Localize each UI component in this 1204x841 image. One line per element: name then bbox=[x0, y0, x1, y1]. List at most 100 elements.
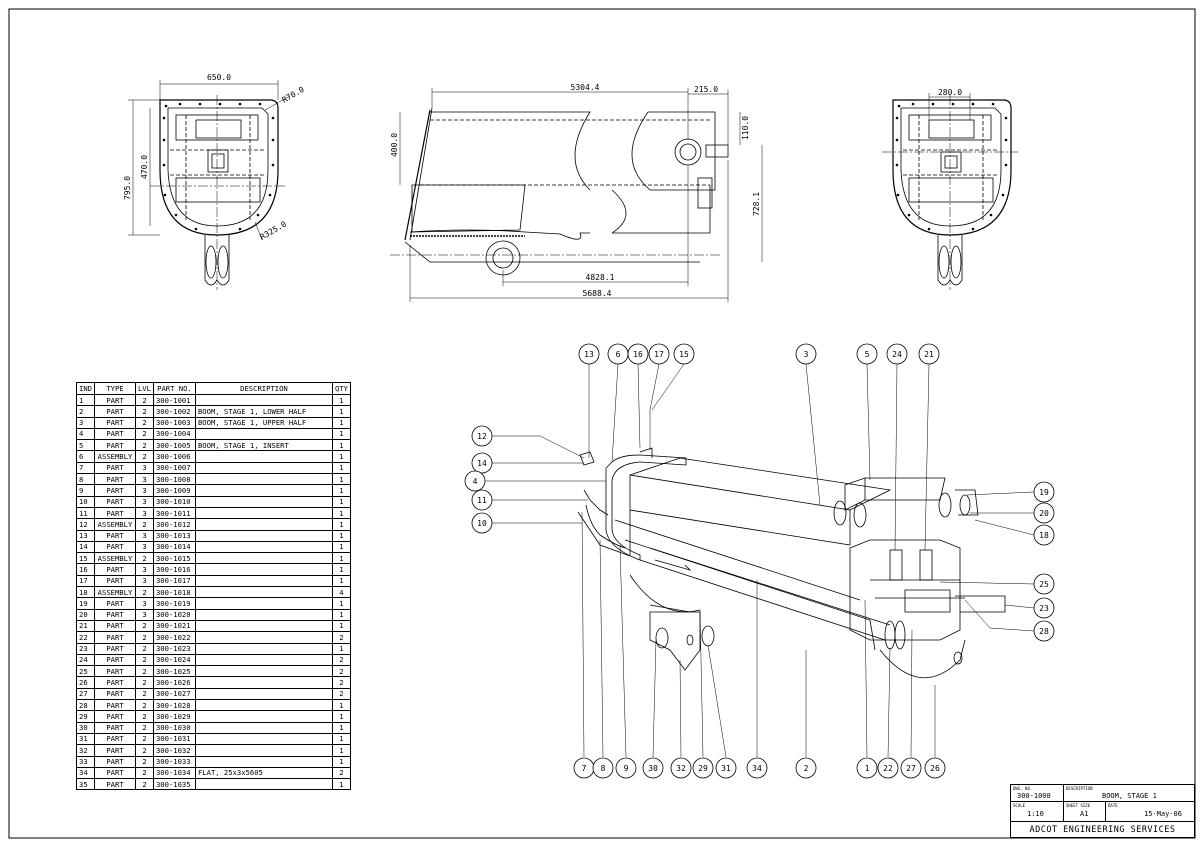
bom-cell-type: PART bbox=[93, 665, 136, 678]
dim-side-length-pin: 4828.1 bbox=[586, 273, 615, 282]
bom-cell-ind: 34 bbox=[76, 766, 95, 780]
tb-description-cell: DESCRIPTION BOOM, STAGE 1 bbox=[1064, 785, 1195, 802]
bom-cell-qty: 2 bbox=[331, 665, 351, 678]
bom-cell-lvl: 3 bbox=[134, 461, 154, 475]
part-balloon: 24 bbox=[886, 343, 908, 365]
part-balloon: 32 bbox=[670, 757, 692, 779]
bom-cell-ind: 5 bbox=[76, 439, 95, 452]
balloon-circle bbox=[1033, 573, 1055, 595]
balloon-circle bbox=[642, 757, 664, 779]
bom-cell-qty: 1 bbox=[331, 574, 351, 588]
bom-cell-qty: 1 bbox=[331, 699, 351, 712]
bom-cell-qty: 1 bbox=[331, 506, 351, 520]
dim-front-height-inner: 470.0 bbox=[140, 155, 149, 179]
bom-cell-description bbox=[194, 461, 333, 475]
bom-cell-ind: 7 bbox=[76, 461, 95, 475]
bom-cell-ind: 4 bbox=[76, 427, 95, 441]
balloon-label: 18 bbox=[1039, 531, 1049, 540]
bom-cell-description bbox=[194, 778, 333, 791]
bom-cell-ind: 33 bbox=[76, 755, 95, 768]
part-balloon: 7 bbox=[573, 757, 595, 779]
bom-cell-ind: 2 bbox=[76, 405, 95, 418]
bom-cell-qty: 1 bbox=[331, 393, 351, 407]
bom-cell-part-no: 300-1027 bbox=[152, 687, 196, 701]
bom-cell-qty: 2 bbox=[331, 687, 351, 701]
bom-cell-type: PART bbox=[93, 721, 136, 734]
bom-cell-description: BOOM, STAGE 1, LOWER HALF bbox=[194, 405, 333, 418]
bom-cell-description bbox=[194, 484, 333, 497]
bom-cell-ind: 35 bbox=[76, 778, 95, 791]
bom-cell-lvl: 3 bbox=[134, 563, 154, 576]
bom-cell-part-no: 300-1029 bbox=[152, 710, 196, 723]
bom-cell-description bbox=[194, 563, 333, 576]
balloon-label: 31 bbox=[721, 764, 731, 773]
bom-cell-qty: 1 bbox=[331, 744, 351, 757]
balloon-label: 28 bbox=[1039, 627, 1049, 636]
tb-date-label: DATE bbox=[1108, 803, 1118, 808]
bom-cell-qty: 1 bbox=[331, 416, 351, 429]
balloon-circle bbox=[1033, 481, 1055, 503]
balloon-label: 17 bbox=[654, 350, 664, 359]
bom-cell-type: PART bbox=[93, 495, 136, 508]
bom-cell-part-no: 300-1016 bbox=[152, 563, 196, 576]
balloon-label: 27 bbox=[906, 764, 916, 773]
bom-cell-description: BOOM, STAGE 1, UPPER HALF bbox=[194, 416, 333, 429]
bom-cell-part-no: 300-1034 bbox=[152, 766, 196, 780]
balloon-label: 7 bbox=[582, 764, 587, 773]
part-balloon: 3 bbox=[795, 343, 817, 365]
bom-cell-qty: 1 bbox=[331, 473, 351, 486]
balloon-label: 15 bbox=[679, 350, 689, 359]
bom-cell-qty: 2 bbox=[331, 766, 351, 780]
bom-cell-ind: 30 bbox=[76, 721, 95, 734]
bom-cell-type: PART bbox=[93, 405, 136, 418]
balloon-circle bbox=[1033, 620, 1055, 642]
tb-company: ADCOT ENGINEERING SERVICES bbox=[1029, 825, 1176, 835]
bom-cell-description bbox=[194, 450, 333, 463]
balloon-circle bbox=[670, 757, 692, 779]
dim-front-height-total: 795.0 bbox=[123, 176, 132, 200]
bom-cell-type: PART bbox=[93, 608, 136, 621]
bom-cell-lvl: 3 bbox=[134, 484, 154, 497]
bom-cell-lvl: 2 bbox=[134, 439, 154, 452]
bom-cell-part-no: 300-1012 bbox=[152, 518, 196, 531]
part-balloon: 26 bbox=[924, 757, 946, 779]
bom-cell-lvl: 2 bbox=[134, 405, 154, 418]
tb-scale-label: SCALE bbox=[1013, 803, 1026, 808]
bom-cell-part-no: 300-1028 bbox=[152, 699, 196, 712]
part-balloon: 20 bbox=[1033, 502, 1055, 524]
bom-cell-part-no: 300-1033 bbox=[152, 755, 196, 768]
bom-header-ind: IND bbox=[76, 382, 95, 395]
balloon-circle bbox=[471, 425, 493, 447]
bom-header-row: IND TYPE LVL PART NO. DESCRIPTION QTY bbox=[76, 382, 351, 395]
part-balloon: 22 bbox=[877, 757, 899, 779]
bom-cell-qty: 1 bbox=[331, 755, 351, 768]
part-balloon: 30 bbox=[642, 757, 664, 779]
bom-cell-lvl: 2 bbox=[134, 755, 154, 768]
bom-cell-description bbox=[194, 586, 333, 599]
part-balloon: 15 bbox=[673, 343, 695, 365]
bom-cell-part-no: 300-1008 bbox=[152, 473, 196, 486]
bom-cell-ind: 17 bbox=[76, 574, 95, 588]
bom-cell-lvl: 2 bbox=[134, 687, 154, 701]
balloon-label: 11 bbox=[477, 496, 487, 505]
rear-view bbox=[882, 93, 1018, 290]
bom-cell-lvl: 3 bbox=[134, 529, 154, 542]
bom-cell-ind: 28 bbox=[76, 699, 95, 712]
bom-cell-lvl: 2 bbox=[134, 676, 154, 689]
bom-cell-qty: 1 bbox=[331, 518, 351, 531]
bom-cell-part-no: 300-1030 bbox=[152, 721, 196, 734]
balloon-label: 14 bbox=[477, 459, 487, 468]
bom-cell-lvl: 2 bbox=[134, 721, 154, 734]
part-balloon: 1 bbox=[856, 757, 878, 779]
bom-cell-type: PART bbox=[93, 529, 136, 542]
balloon-label: 26 bbox=[930, 764, 940, 773]
tb-sheet-size-cell: SHEET SIZE A1 bbox=[1064, 802, 1106, 822]
balloon-circle bbox=[795, 343, 817, 365]
